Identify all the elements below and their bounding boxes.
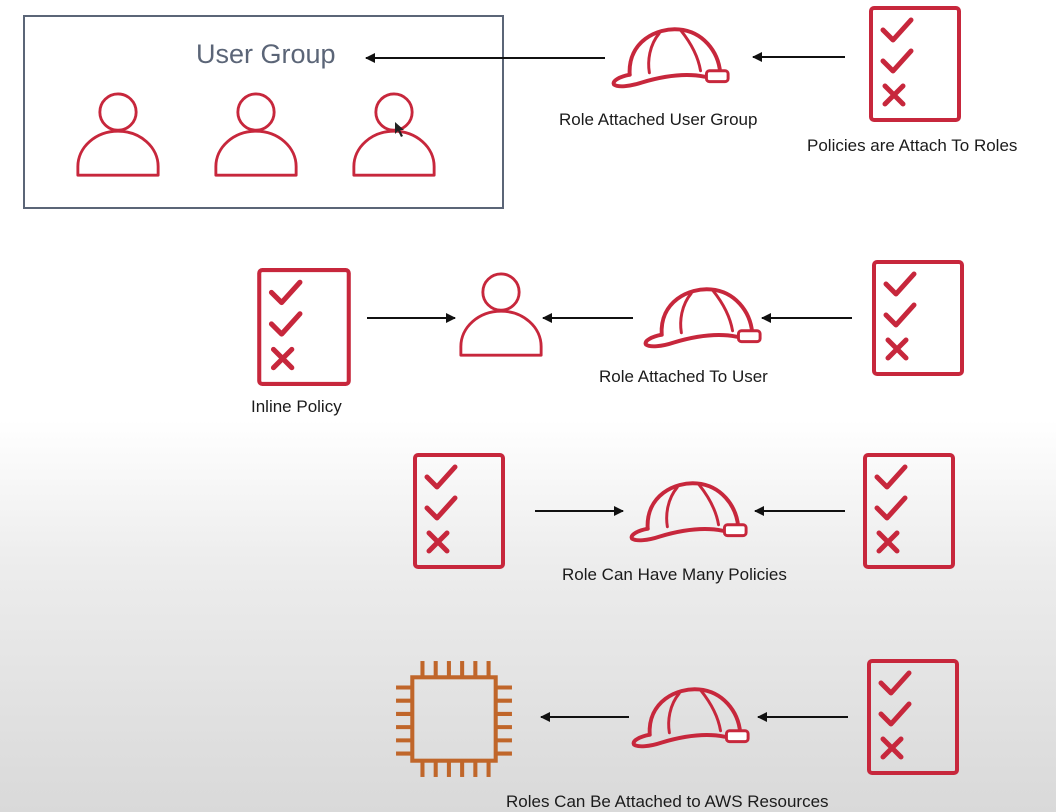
user-icon — [352, 92, 436, 177]
user-icon — [76, 92, 160, 177]
user-icon — [214, 92, 298, 177]
role-attached-to-user-label: Role Attached To User — [599, 367, 768, 386]
hard-hat-icon — [614, 29, 728, 86]
roles-aws-resources-label: Roles Can Be Attached to AWS Resources — [506, 792, 829, 811]
user-group-title: User Group — [196, 39, 336, 69]
policies-attach-to-roles-label: Policies are Attach To Roles — [807, 136, 1018, 155]
ec2-chip-icon — [396, 661, 512, 777]
user-icon — [459, 272, 543, 357]
policy-checklist-icon — [415, 455, 503, 567]
policy-checklist-icon — [869, 661, 957, 773]
mouse-cursor-icon — [395, 122, 404, 137]
policy-checklist-icon — [874, 262, 962, 374]
hard-hat-icon — [632, 483, 746, 540]
policy-checklist-icon — [865, 455, 953, 567]
inline-policy-label: Inline Policy — [251, 397, 342, 416]
hard-hat-icon — [634, 689, 748, 746]
policy-checklist-icon — [871, 8, 959, 120]
hard-hat-icon — [646, 289, 760, 346]
user-group-box — [23, 15, 504, 209]
role-attached-user-group-label: Role Attached User Group — [559, 110, 758, 129]
role-many-policies-label: Role Can Have Many Policies — [562, 565, 787, 584]
policy-checklist-icon — [259, 270, 349, 384]
